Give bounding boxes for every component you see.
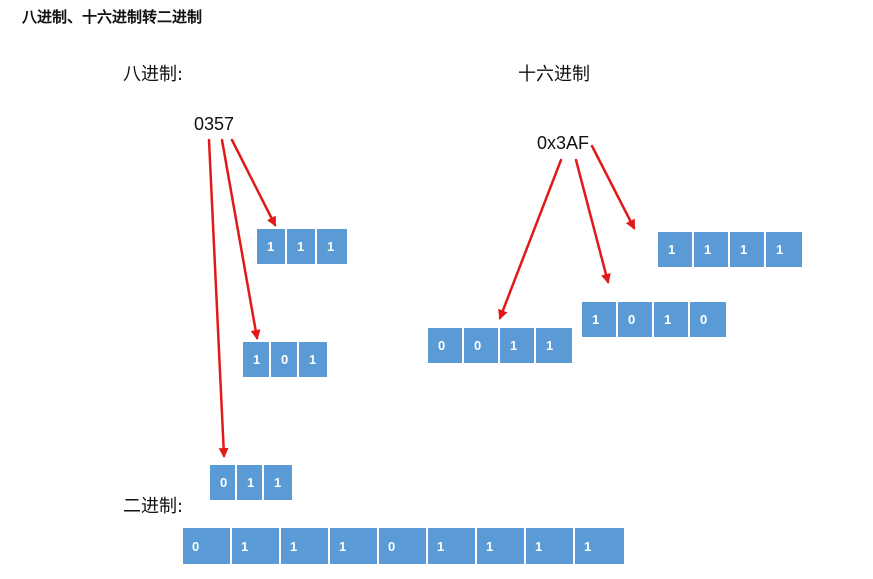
arrow-7-to-111 xyxy=(230,138,277,227)
bit-cell: 1 xyxy=(477,528,526,564)
octal-group-3: 0 1 1 xyxy=(210,465,292,500)
bit-cell: 1 xyxy=(526,528,575,564)
bit-cell: 0 xyxy=(271,342,299,377)
hex-label: 十六进制 xyxy=(518,64,590,85)
bit-cell: 1 xyxy=(428,528,477,564)
arrow-3-to-011 xyxy=(207,138,229,458)
bit-cell: 0 xyxy=(379,528,428,564)
bit-cell: 1 xyxy=(299,342,327,377)
octal-label: 八进制: xyxy=(123,64,184,85)
hex-group-A: 1 0 1 0 xyxy=(582,302,726,337)
octal-group-5: 1 0 1 xyxy=(243,342,327,377)
bit-cell: 0 xyxy=(428,328,464,363)
bit-cell: 1 xyxy=(232,528,281,564)
bit-cell: 1 xyxy=(766,232,802,267)
octal-group-7: 1 1 1 xyxy=(257,229,347,264)
bit-cell: 1 xyxy=(330,528,379,564)
bit-cell: 0 xyxy=(183,528,232,564)
bit-cell: 1 xyxy=(654,302,690,337)
bit-cell: 1 xyxy=(317,229,347,264)
bit-cell: 0 xyxy=(464,328,500,363)
arrow-A-to-1010 xyxy=(574,158,611,284)
bit-cell: 1 xyxy=(500,328,536,363)
arrow-5-to-101 xyxy=(220,138,261,340)
bit-cell: 1 xyxy=(730,232,766,267)
bit-cell: 1 xyxy=(281,528,330,564)
bit-cell: 1 xyxy=(694,232,730,267)
arrow-3-to-0011 xyxy=(498,158,563,320)
bit-cell: 1 xyxy=(257,229,287,264)
bit-cell: 1 xyxy=(237,465,264,500)
bit-cell: 1 xyxy=(582,302,618,337)
bit-cell: 1 xyxy=(658,232,694,267)
hex-number: 0x3AF xyxy=(537,133,590,153)
bit-cell: 0 xyxy=(210,465,237,500)
octal-number: 0357 xyxy=(194,114,235,134)
page-title: 八进制、十六进制转二进制 xyxy=(22,8,203,26)
bit-cell: 1 xyxy=(243,342,271,377)
bit-cell: 0 xyxy=(618,302,654,337)
bit-cell: 1 xyxy=(264,465,292,500)
arrow-F-to-1111 xyxy=(590,144,636,230)
binary-bits: 0 1 1 1 0 1 1 1 1 xyxy=(183,528,624,564)
bit-cell: 1 xyxy=(536,328,572,363)
hex-group-F: 1 1 1 1 xyxy=(658,232,802,267)
bit-cell: 1 xyxy=(575,528,624,564)
binary-label: 二进制: xyxy=(123,496,184,517)
bit-cell: 1 xyxy=(287,229,317,264)
bit-cell: 0 xyxy=(690,302,726,337)
hex-group-3: 0 0 1 1 xyxy=(428,328,572,363)
